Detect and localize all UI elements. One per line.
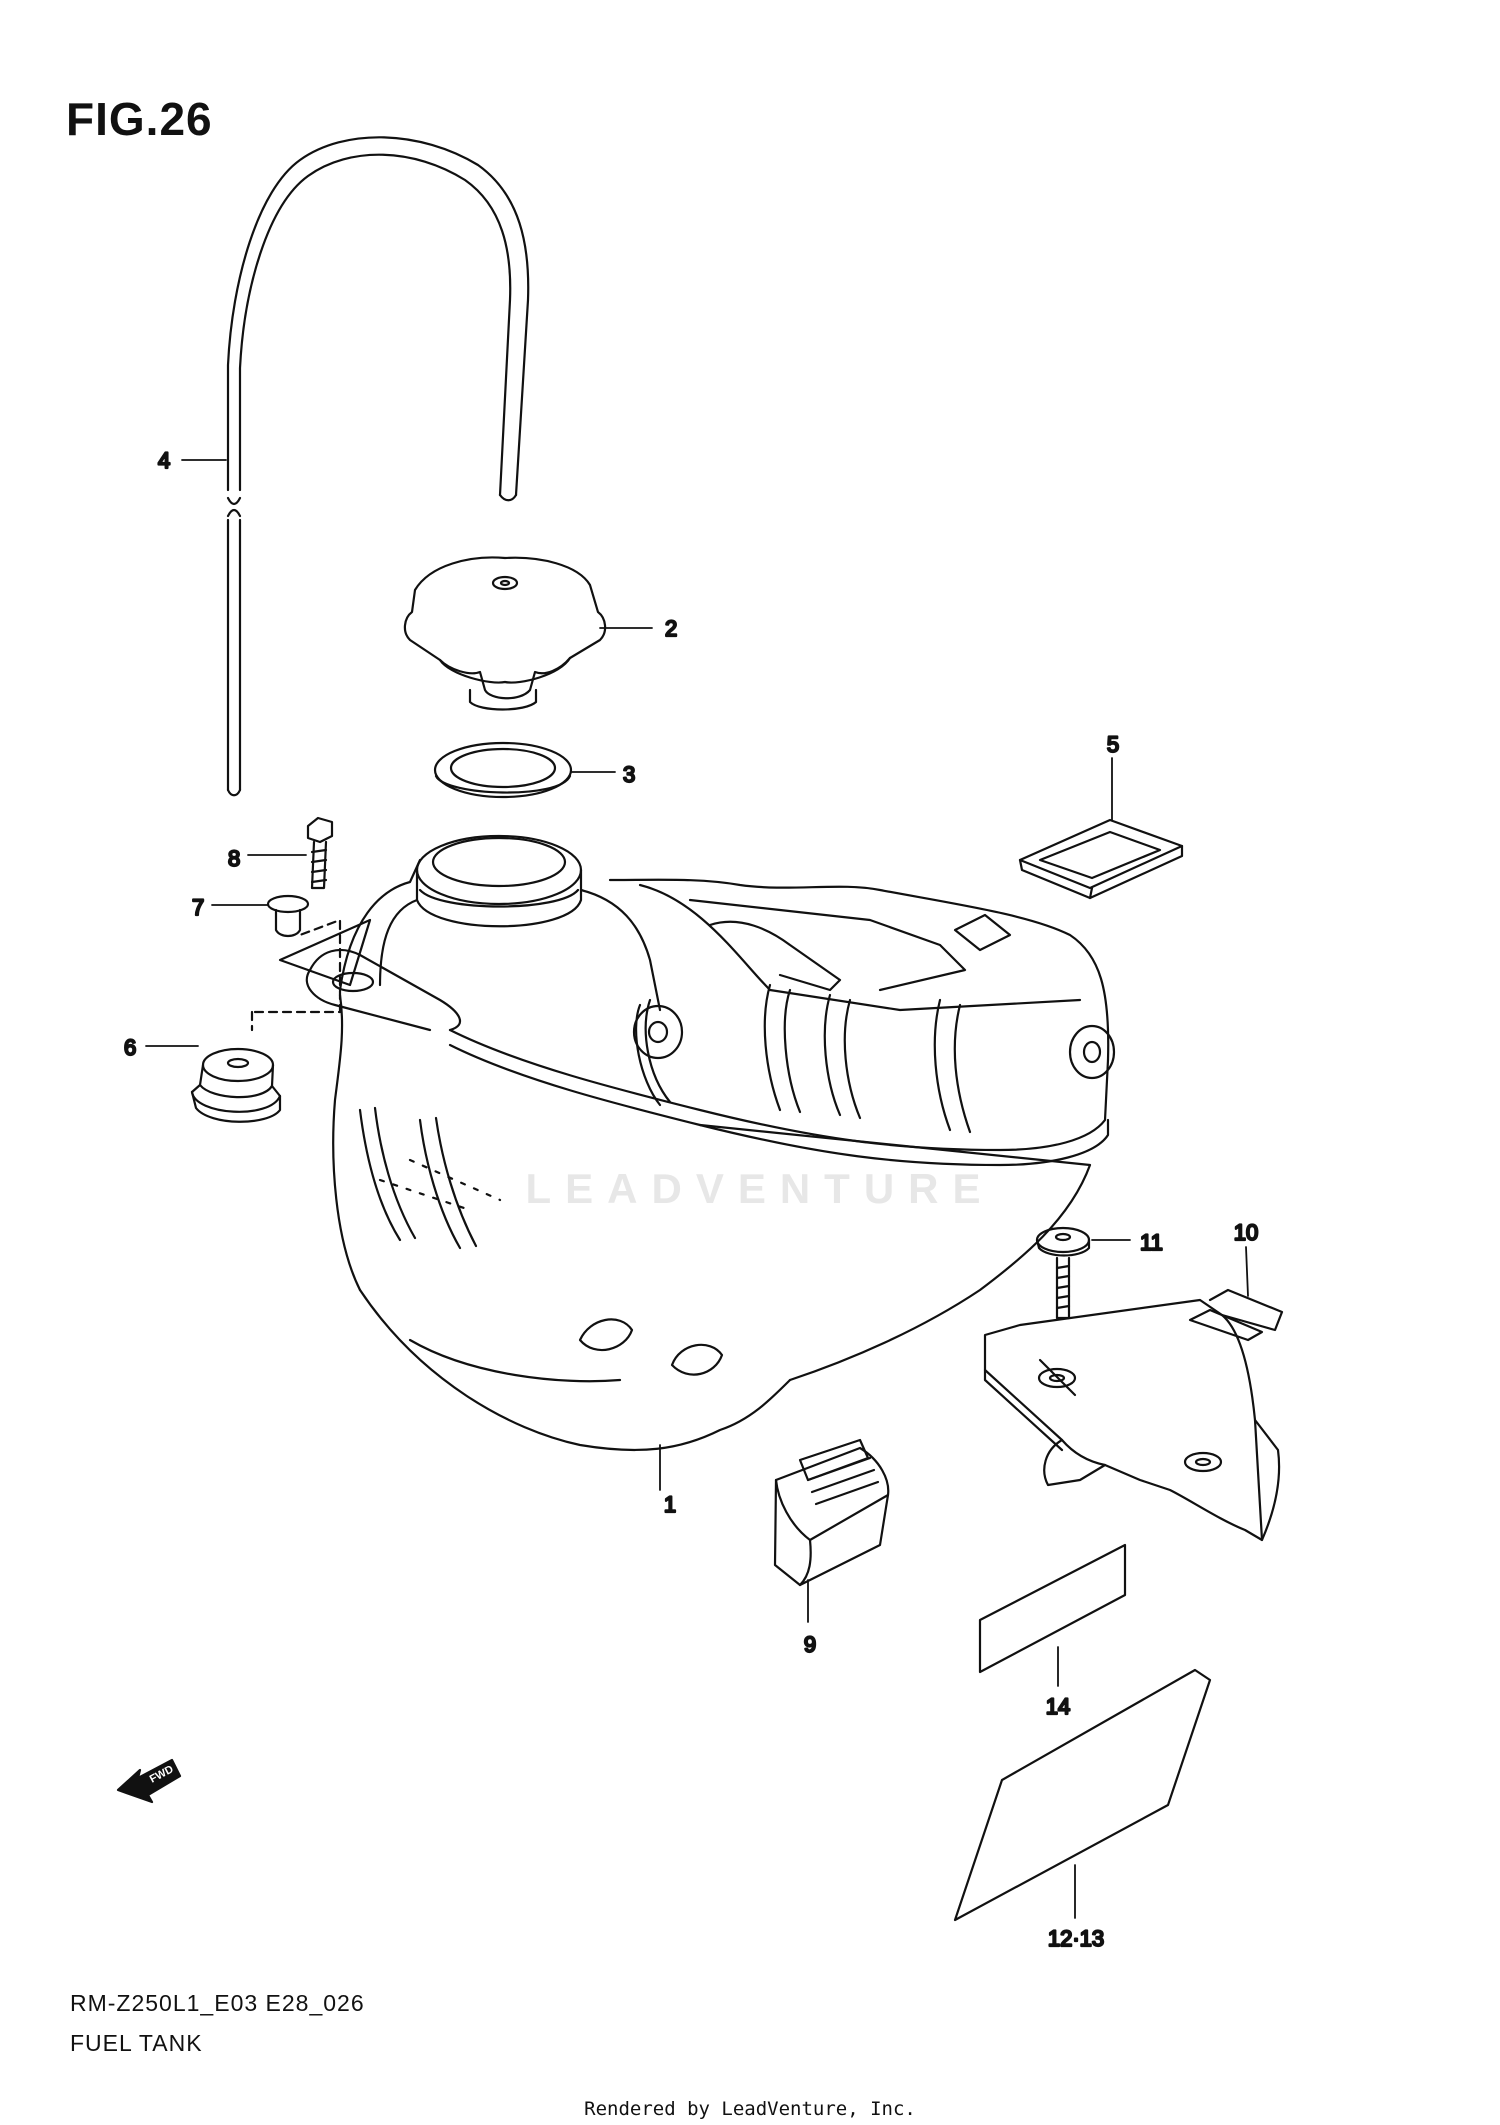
callout-9: 9 xyxy=(804,1632,816,1657)
model-code: RM-Z250L1_E03 E28_026 xyxy=(70,1990,365,2016)
breather-hose-drawing xyxy=(226,136,530,797)
figure-title: FIG.26 xyxy=(66,93,213,145)
callout-8: 8 xyxy=(228,846,240,871)
pad-strip-drawing xyxy=(978,1543,1127,1674)
bolt-drawing xyxy=(306,816,334,890)
callout-7: 7 xyxy=(192,895,204,920)
callout-1: 1 xyxy=(664,1492,676,1517)
callout-12-13: 12·13 xyxy=(1048,1926,1104,1951)
fwd-arrow-icon: FWD xyxy=(116,1758,182,1804)
render-credit: Rendered by LeadVenture, Inc. xyxy=(584,2098,916,2120)
cushion-pad-drawing xyxy=(773,1438,890,1587)
section-name: FUEL TANK xyxy=(70,2030,203,2056)
watermark-text: LEADVENTURE xyxy=(525,1165,995,1212)
callout-14: 14 xyxy=(1046,1694,1070,1719)
label-sticker-drawing xyxy=(953,1668,1212,1922)
callout-3: 3 xyxy=(623,762,635,787)
callout-leaders xyxy=(145,459,1249,1919)
rubber-cushion-drawing xyxy=(190,1047,282,1123)
callout-11: 11 xyxy=(1140,1230,1163,1255)
callout-4: 4 xyxy=(158,448,170,473)
collar-drawing xyxy=(266,894,310,938)
callout-10: 10 xyxy=(1234,1220,1258,1245)
callout-2: 2 xyxy=(665,616,677,641)
callout-5: 5 xyxy=(1107,732,1119,757)
callout-6: 6 xyxy=(124,1035,136,1060)
mounting-bracket-drawing xyxy=(983,1288,1284,1542)
fuel-tank-drawing xyxy=(305,834,1116,1452)
cap-gasket-drawing xyxy=(433,741,573,799)
strap-clip-drawing xyxy=(1018,818,1184,900)
bracket-bolt-drawing xyxy=(1035,1226,1091,1320)
fuel-cap-drawing xyxy=(403,556,607,711)
